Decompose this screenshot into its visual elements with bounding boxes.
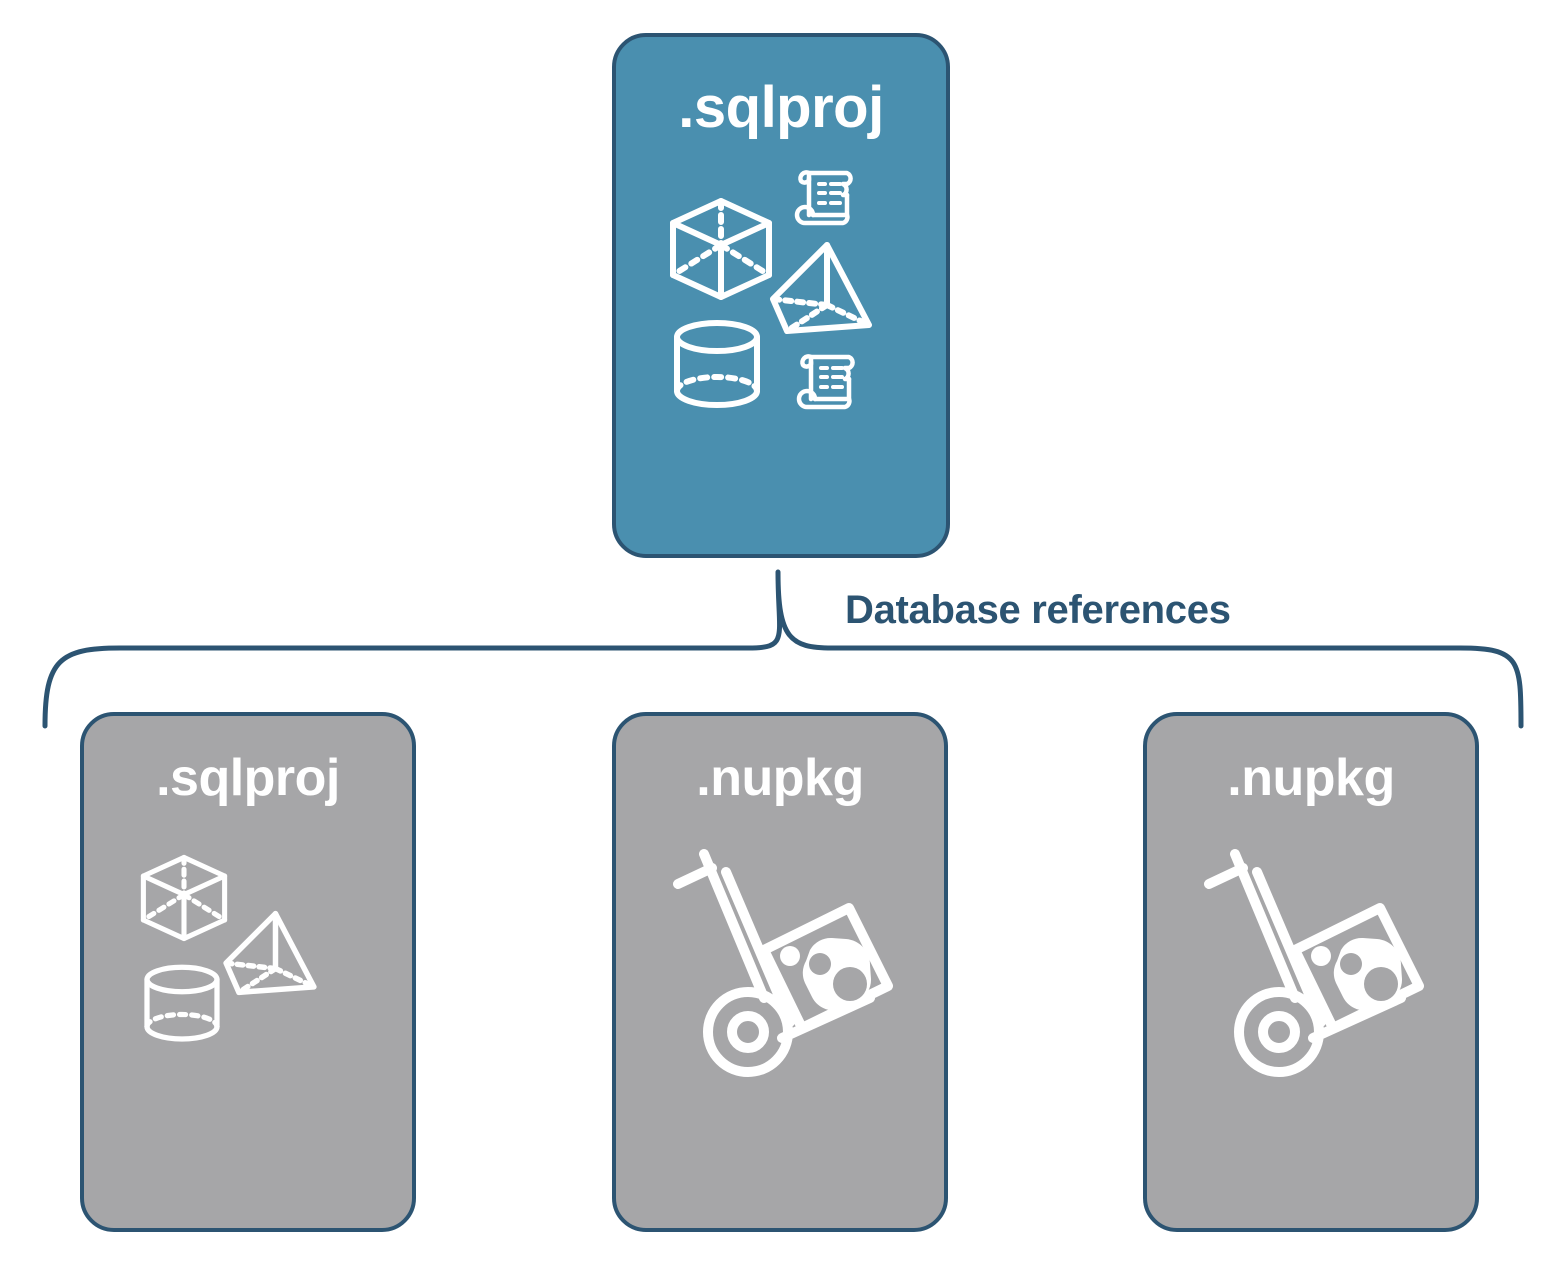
cylinder-icon [674, 320, 760, 408]
package-dolly-icon [673, 849, 893, 1077]
node-reference-nupkg-1[interactable]: .nupkg [612, 712, 948, 1232]
node-reference-nupkg-1-label: .nupkg [696, 749, 864, 807]
node-reference-sqlproj[interactable]: .sqlproj [80, 712, 416, 1232]
cylinder-icon [144, 964, 220, 1042]
node-reference-sqlproj-label: .sqlproj [156, 749, 340, 807]
cube-icon [140, 854, 228, 942]
pyramid-icon [770, 242, 872, 334]
connector-label: Database references [845, 588, 1231, 632]
package-dolly-icon [1204, 849, 1424, 1077]
cube-icon [670, 198, 772, 300]
node-reference-nupkg-2-label: .nupkg [1227, 749, 1395, 807]
node-root-label: .sqlproj [678, 75, 884, 140]
pyramid-icon [223, 910, 317, 996]
reference-sqlproj-icon-group [118, 842, 378, 1102]
root-icon-group [661, 159, 901, 419]
reference-nupkg-1-icon-group [650, 842, 910, 1102]
reference-nupkg-2-icon-group [1181, 842, 1441, 1102]
node-reference-nupkg-2[interactable]: .nupkg [1143, 712, 1479, 1232]
node-root-sqlproj[interactable]: .sqlproj [612, 33, 950, 558]
script-scroll-icon [794, 170, 853, 226]
script-scroll-icon [796, 354, 855, 410]
